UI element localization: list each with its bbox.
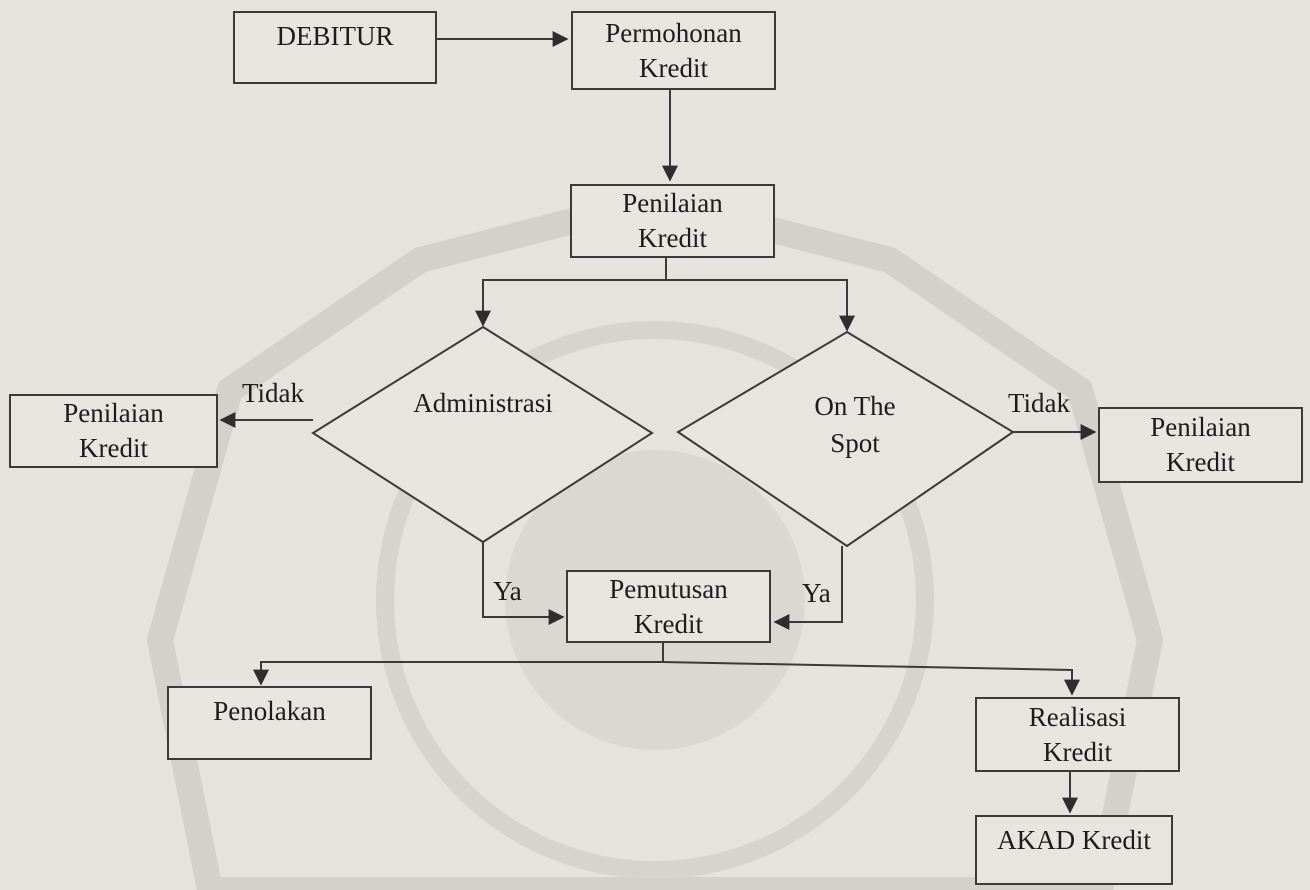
node-penilaian-left-line2: Kredit bbox=[79, 433, 148, 463]
node-realisasi-kredit: Realisasi Kredit bbox=[975, 697, 1180, 772]
node-pemutusan-line1: Pemutusan bbox=[609, 573, 728, 604]
edge-label-administrasi-tidak: Tidak bbox=[242, 378, 305, 408]
edge-pemutusan-realisasi bbox=[662, 661, 1080, 696]
node-penolakan: Penolakan bbox=[167, 686, 372, 760]
node-penilaian-right-line2: Kredit bbox=[1166, 447, 1235, 477]
decision-onthespot-line1: On The bbox=[814, 391, 896, 421]
node-penilaian-kredit-left: Penilaian Kredit bbox=[9, 394, 218, 468]
decision-administrasi-label: Administrasi bbox=[413, 388, 553, 418]
node-penilaian-kredit-right: Penilaian Kredit bbox=[1098, 407, 1303, 483]
edge-pemutusan-penolakan bbox=[253, 642, 664, 686]
node-pemutusan-line2: Kredit bbox=[634, 608, 703, 639]
edge-label-administrasi-ya: Ya bbox=[493, 576, 522, 606]
node-permohonan-line2: Kredit bbox=[639, 52, 708, 83]
edge-label-onthespot-ya: Ya bbox=[802, 578, 831, 608]
edge-label-onthespot-tidak: Tidak bbox=[1008, 388, 1071, 418]
node-realisasi-line1: Realisasi bbox=[1028, 701, 1127, 732]
node-penilaian-kredit: Penilaian Kredit bbox=[570, 184, 775, 258]
node-penilaian-right-line1: Penilaian bbox=[1150, 412, 1251, 442]
node-realisasi-line2: Kredit bbox=[1043, 736, 1112, 767]
edge-penilaian-administrasi bbox=[475, 258, 667, 327]
edge-onthespot-ya bbox=[773, 546, 843, 630]
node-debitur-label: DEBITUR bbox=[276, 21, 394, 51]
node-debitur: DEBITUR bbox=[233, 11, 437, 84]
node-permohonan-kredit: Permohonan Kredit bbox=[571, 11, 776, 90]
edge-administrasi-ya bbox=[482, 542, 565, 625]
decision-onthespot-line2: Spot bbox=[830, 428, 880, 458]
node-permohonan-line1: Permohonan bbox=[605, 17, 742, 48]
edge-penilaian-onthespot bbox=[666, 279, 855, 332]
decision-onthespot-shape bbox=[676, 330, 1015, 548]
node-penilaian-left-line1: Penilaian bbox=[63, 398, 164, 428]
node-akad-kredit: AKAD Kredit bbox=[975, 815, 1173, 885]
decision-onthespot-label: On The Spot bbox=[765, 388, 945, 462]
node-penilaian-line1: Penilaian bbox=[622, 188, 723, 218]
decision-administrasi-shape bbox=[311, 325, 654, 544]
node-penolakan-label: Penolakan bbox=[213, 696, 326, 726]
node-penilaian-line2: Kredit bbox=[638, 223, 707, 253]
node-pemutusan-kredit: Pemutusan Kredit bbox=[566, 570, 771, 643]
node-akad-label: AKAD Kredit bbox=[997, 825, 1151, 855]
